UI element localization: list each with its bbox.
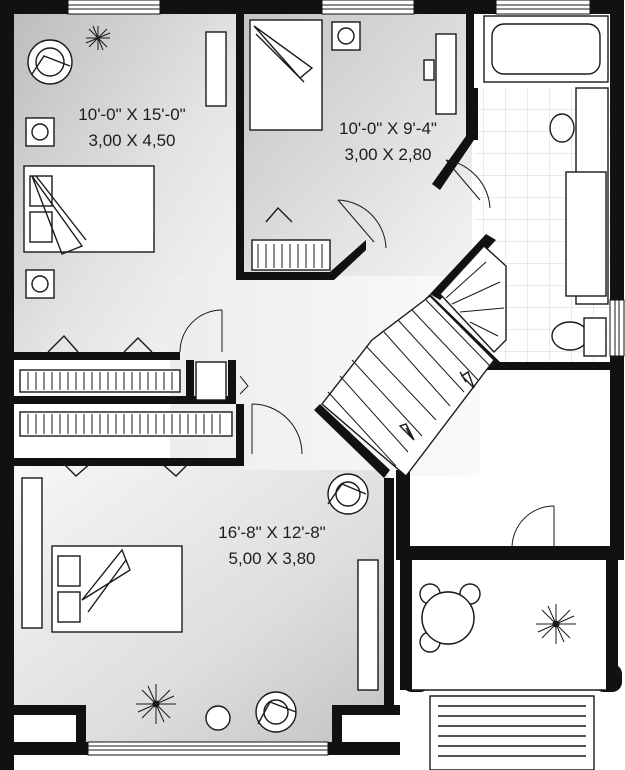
desk-icon <box>423 33 457 115</box>
armchair-icon <box>255 691 297 733</box>
window-bath <box>609 299 625 357</box>
armchair-icon <box>327 473 369 515</box>
counter-cabinet <box>565 171 607 297</box>
nightstand-icon <box>25 269 55 299</box>
wall-laundry-bottom <box>396 546 624 560</box>
bedroom-top-right-furniture <box>249 19 457 131</box>
wall-bottom-right <box>384 478 394 705</box>
small-closet <box>195 361 227 401</box>
room-labels: 10'-0" X 15'-0" 3,00 X 4,50 10'-0" X 9'-… <box>78 105 437 568</box>
wall-bottom-top <box>14 458 240 466</box>
outer-wall-bottom <box>0 742 86 755</box>
desk-icon <box>205 31 227 107</box>
wall-laundry-left <box>396 470 410 560</box>
wall-bath-left <box>470 88 478 140</box>
armchair-icon <box>27 39 73 85</box>
bedroom-bottom-furniture <box>21 473 379 733</box>
window-top-2 <box>321 0 415 15</box>
outer-wall-right <box>610 0 624 560</box>
dining-table-icon <box>419 583 481 653</box>
bathroom-fixtures <box>483 15 609 357</box>
wall-tr-right <box>432 14 474 190</box>
outer-wall-left <box>0 0 14 770</box>
wall-small-closet <box>186 360 194 404</box>
windows <box>67 0 625 756</box>
closet-icon <box>19 334 181 393</box>
balcony-rail-left <box>400 560 412 690</box>
room-dim-imperial: 10'-0" X 15'-0" <box>78 105 185 124</box>
plant-icon <box>85 25 111 51</box>
stairs-icon <box>321 245 507 478</box>
room-dim-metric: 5,00 X 3,80 <box>229 549 316 568</box>
outer-wall-bottom-right <box>332 742 400 755</box>
bedroom-top-left-furniture <box>23 25 227 299</box>
window-bay-bottom <box>87 741 329 756</box>
window-top-1 <box>67 0 161 15</box>
stool-icon <box>205 705 231 731</box>
closet-icon <box>251 206 331 271</box>
balcony <box>412 560 606 770</box>
desk-icon <box>357 559 379 691</box>
nightstand-icon <box>331 21 361 51</box>
balcony-rail-right <box>606 560 618 690</box>
dresser-icon <box>21 477 43 629</box>
doors <box>179 159 555 549</box>
closet-icon <box>19 411 233 477</box>
bed-icon <box>23 165 155 255</box>
wall-small-closet-r <box>228 360 236 404</box>
wall-closet-right <box>236 404 244 466</box>
wall-tr-bottom <box>236 240 366 280</box>
window-top-3 <box>495 0 591 15</box>
room-dim-metric: 3,00 X 4,50 <box>89 131 176 150</box>
bed-icon <box>249 19 323 131</box>
nightstand-icon <box>25 117 55 147</box>
wall-hall-right <box>494 362 520 370</box>
plant-icon <box>136 684 176 724</box>
room-dim-imperial: 10'-0" X 9'-4" <box>339 119 437 138</box>
bathtub-icon <box>483 15 609 83</box>
wall-tl-bottom <box>14 352 180 360</box>
room-dim-imperial: 16'-8" X 12'-8" <box>218 523 325 542</box>
room-dim-metric: 3,00 X 2,80 <box>345 145 432 164</box>
wall-stairs-lower <box>314 404 390 478</box>
bed-icon <box>51 545 183 633</box>
steps <box>429 695 595 770</box>
wall-closet-divider <box>14 396 236 404</box>
toilet-icon <box>551 317 607 357</box>
floor-bedroom-bottom <box>14 462 392 742</box>
plant-icon <box>536 604 576 644</box>
wall-tl-tr <box>236 14 244 280</box>
